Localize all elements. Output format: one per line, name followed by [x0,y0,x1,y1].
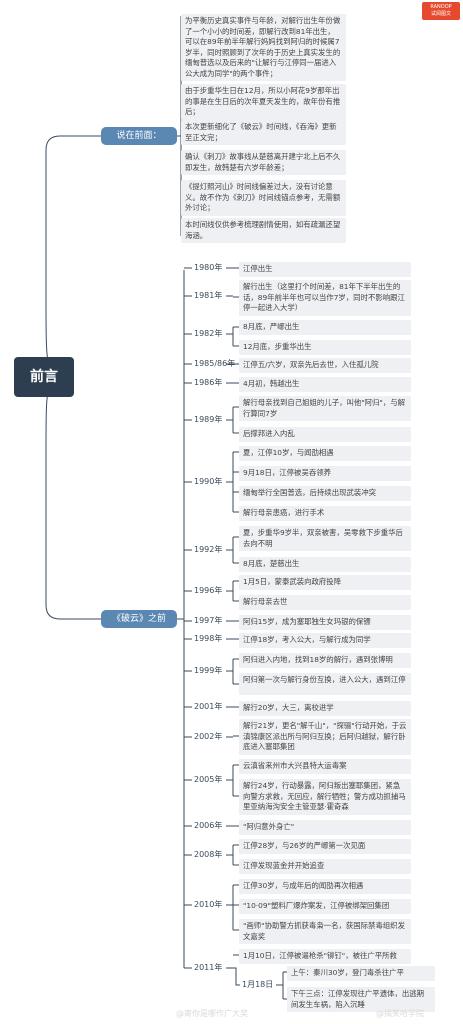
timeline-year[interactable]: 1982年 [194,329,223,338]
timeline-year[interactable]: 1981年 [194,291,223,300]
preface-note: 由于步重华生日在12月，所以小阿花9岁那年出的事是在生日后的次年夏天发生的，故年… [181,84,346,120]
timeline-year[interactable]: 2011年 [194,963,223,972]
badge-line1: RANOOP [430,4,452,10]
timeline-event: 解行母亲找到自己姐姐的儿子，叫他"阿归"，与解行算同7岁 [239,396,411,421]
timeline-event: 解行24岁，行动暴露，阿归叛出塞耶集团，紧急向警方求救，无回应，解行牺牲；警方成… [239,779,411,815]
timeline-event: "阿归意外身亡" [239,820,411,835]
timeline-event: 江停18岁，考入公大，与解行成为同学 [239,633,411,648]
preface-note: 《提灯照河山》时间线偏差过大，没有讨论意义。故不作为《刺刀》时间线锚点参考，无需… [181,180,346,216]
timeline-event: 解行母亲去世 [239,595,411,610]
timeline-event: 下午三点：江停发现往广平遗体，出逃期间发生车祸，陷入沉睡 [287,987,435,1012]
timeline-event: 后撑邦进入内乱 [239,427,411,442]
timeline-event: 夏，步重华9岁半，双亲被害，吴零救下步重华后去向不明 [239,526,411,551]
timeline-year[interactable]: 1989年 [194,415,223,424]
timeline-event: 阿归15岁，成为塞耶独生女玛银的保镖 [239,615,411,630]
timeline-year[interactable]: 1992年 [194,545,223,554]
timeline-event: 江停五/六岁，双亲先后去世，入住孤儿院 [239,358,411,373]
timeline-year[interactable]: 2010年 [194,900,223,909]
timeline-event: "画师"协助警方抓获毒枭一名，获国际禁毒组织发文嘉奖 [239,919,411,944]
timeline-event: 解行母亲患癌，进行手术 [239,506,411,521]
timeline-event: 4月初，韩越出生 [239,377,411,392]
branch-preface[interactable]: 说在前面： [101,127,177,145]
timeline-event: 解行21岁，更名"解千山"，"探骊"行动开始，于云滇锦康区派出所与阿归互换；后阿… [239,719,411,755]
timeline-year[interactable]: 1997年 [194,616,223,625]
timeline-year[interactable]: 1月18日 [242,980,274,989]
connector [232,967,240,986]
timeline-event: 江停发现蓝金并开始追查 [239,859,411,874]
badge-line2: 试阅图文 [430,10,451,17]
timeline-event: 阿归进入内地，找到18岁的解行，遇到张博明 [239,653,411,668]
timeline-year[interactable]: 2005年 [194,775,223,784]
timeline-year[interactable]: 2002年 [194,732,223,741]
timeline-event: 解行出生（这里打个时间差，81年下半年出生的话，89年前半年也可以当作7岁，同时… [239,280,411,316]
timeline-year[interactable]: 2006年 [194,821,223,830]
preface-note: 本时间线仅供参考梳理剧情使用，如有疏漏还望海涵。 [181,218,346,243]
timeline-event: 9月18日，江停被吴吞领养 [239,466,411,481]
timeline-event: 江停30岁，与成年后的闻劭再次相遇 [239,879,411,894]
timeline-event: 上午：秦川30岁，登门毒杀往广平 [287,966,435,981]
watermark-left: @寄你是哪作广大奖 [176,1009,248,1018]
timeline-year[interactable]: 1986年 [194,378,223,387]
timeline-year[interactable]: 2001年 [194,702,223,711]
timeline-event: 12月底，步重华出生 [239,340,411,355]
timeline-year[interactable]: 2008年 [194,850,223,859]
timeline-event: 阿归第一次与解行身份互换，进入公大，遇到江停 [239,673,411,695]
preface-note: 为平衡历史真实事件与年龄，对解行出生年份做了一个小小的时间差，即解行改到81年出… [181,14,346,81]
timeline-event: 云滇省来州市大兴县特大运毒案 [239,759,411,774]
preface-note: 本次更新细化了《破云》时间线，《吞海》更新至正文完； [181,120,346,145]
timeline-year[interactable]: 1998年 [194,634,223,643]
root-node[interactable]: 前言 [14,357,74,397]
connector [45,376,101,620]
timeline-event: 江停出生 [239,262,411,277]
watermark-right: @搞笑哈学院 [376,1009,424,1018]
connector [45,135,101,378]
timeline-event: 江停28岁，与26岁的严峫第一次见面 [239,839,411,854]
preface-note: 确认《刺刀》故事线从楚慈离开建宁北上后不久即发生，故韩楚有六岁年龄差； [181,150,346,175]
timeline-year[interactable]: 1999年 [194,666,223,675]
timeline-event: 8月底，严峫出生 [239,320,411,335]
timeline-event: "10·09"塑料厂爆炸案发，江停被绑架回集团 [239,899,411,914]
timeline-event: 1月10日，江停被逼枪杀"铆钉"，被往广平所救 [239,949,411,964]
timeline-year[interactable]: 1985/86年 [194,359,236,368]
timeline-event: 1月5日，蒙泰武装向政府投降 [239,575,411,590]
timeline-year[interactable]: 1996年 [194,586,223,595]
timeline-year[interactable]: 1990年 [194,477,223,486]
timeline-event: 解行20岁，大三，离校进学 [239,701,411,716]
brand-badge: RANOOP 试阅图文 [422,2,460,20]
branch-before-poyun[interactable]: 《破云》之前 [101,610,177,628]
timeline-year[interactable]: 1980年 [194,263,223,272]
timeline-event: 夏，江停10岁，与闻劭相遇 [239,446,411,461]
timeline-event: 缅甸举行全国普选，后持续出现武装冲突 [239,486,411,501]
timeline-event: 8月底，楚慈出生 [239,557,411,572]
